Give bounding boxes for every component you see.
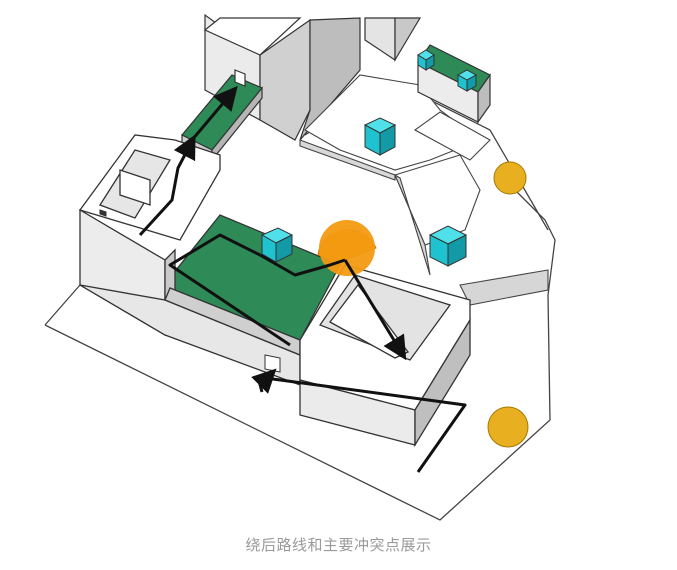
cover-crate	[428, 225, 468, 267]
upper-plaza	[299, 74, 549, 306]
conflict-point	[493, 161, 527, 195]
figure-caption: 绕后路线和主要冲突点展示	[245, 536, 432, 554]
cover-crate	[417, 49, 435, 71]
cover-crate	[456, 69, 478, 92]
cover-crate	[260, 227, 294, 263]
tall-building	[203, 13, 422, 141]
conflict-point	[487, 406, 529, 448]
cover-crate	[363, 117, 397, 156]
conflict-point	[317, 220, 377, 276]
flank-route	[138, 85, 467, 473]
stair-shaft	[99, 209, 281, 373]
west-building	[78, 134, 341, 386]
isometric-map-diagram	[44, 13, 556, 521]
